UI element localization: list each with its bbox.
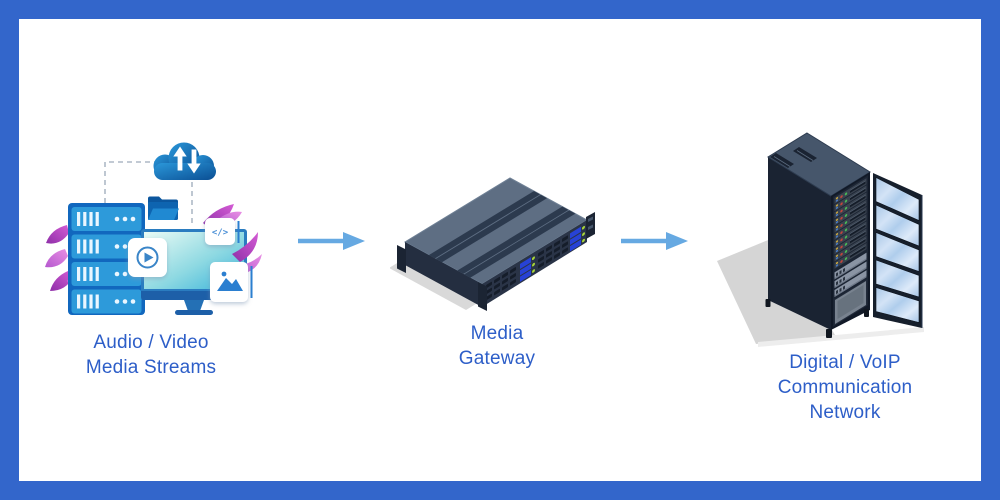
node-label-media-gateway: Media Gateway	[417, 321, 577, 371]
voip-network-illustration	[717, 132, 924, 347]
rack-server-icon	[397, 177, 595, 311]
server-cabinet-icon	[765, 132, 871, 338]
image-icon	[210, 262, 253, 302]
label-line: Gateway	[458, 348, 536, 369]
label-line: Digital / VoIP	[789, 352, 901, 373]
server-tower-icon	[68, 203, 145, 315]
cabinet-top-vents	[770, 147, 817, 168]
floor-highlight	[758, 327, 924, 347]
media-gateway-illustration	[390, 177, 595, 311]
node-label-audio-video: Audio / Video Media Streams	[51, 330, 251, 380]
play-video-icon	[128, 238, 167, 277]
dashed-connectors	[104, 161, 193, 226]
label-line: Audio / Video	[93, 332, 209, 353]
code-icon: </>	[205, 218, 240, 245]
label-line: Network	[809, 402, 881, 423]
node-label-voip-network: Digital / VoIP Communication Network	[745, 350, 945, 425]
cabinet-rack-units	[833, 175, 868, 327]
gateway-front-panel	[486, 225, 585, 301]
folder-icon	[148, 196, 179, 220]
open-glass-door	[873, 173, 923, 328]
flow-arrow-1	[298, 232, 365, 250]
code-glyph: </>	[212, 228, 229, 238]
label-line: Communication	[777, 377, 913, 398]
cabinet-feet	[765, 299, 869, 338]
cloud-sync-icon	[153, 142, 216, 180]
flow-arrow-2	[621, 232, 688, 250]
label-line: Media Streams	[85, 357, 217, 378]
label-line: Media	[470, 323, 524, 344]
media-sources-illustration: </>	[45, 142, 262, 315]
gateway-rack-ears	[397, 212, 595, 311]
